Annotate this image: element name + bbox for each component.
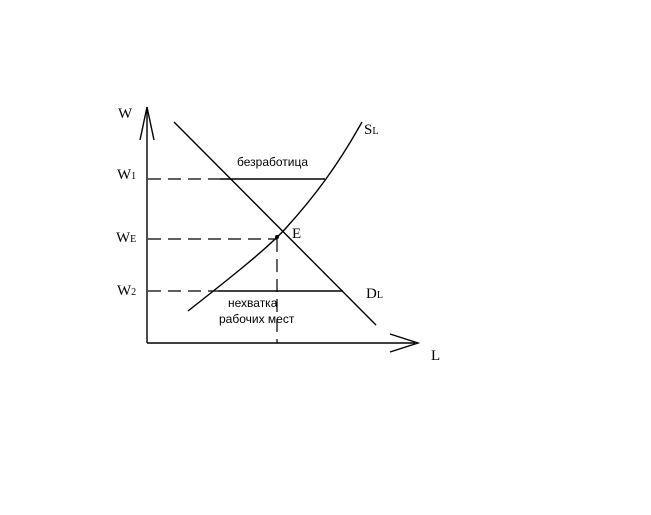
we-label: WE xyxy=(116,230,136,246)
demand-curve-label: DL xyxy=(366,286,383,302)
shortage-annotation-line2: рабочих мест xyxy=(219,312,295,326)
demand-curve xyxy=(173,121,377,326)
supply-curve xyxy=(187,121,363,312)
equilibrium-point xyxy=(275,235,279,239)
wage-lines xyxy=(148,178,343,343)
shortage-annotation-line1: нехватка xyxy=(228,296,278,310)
x-axis-arrowhead xyxy=(389,333,421,353)
curves xyxy=(173,121,377,326)
w1-label: W1 xyxy=(117,167,136,183)
y-axis-label: W xyxy=(118,106,133,122)
w2-label: W2 xyxy=(117,283,136,299)
unemployment-annotation: безработица xyxy=(237,155,308,169)
x-axis-label: L xyxy=(431,348,440,364)
supply-curve-label: SL xyxy=(364,122,378,138)
equilibrium-label: E xyxy=(292,226,301,242)
axes: W L xyxy=(118,106,440,364)
y-axis-arrowhead xyxy=(139,106,155,141)
